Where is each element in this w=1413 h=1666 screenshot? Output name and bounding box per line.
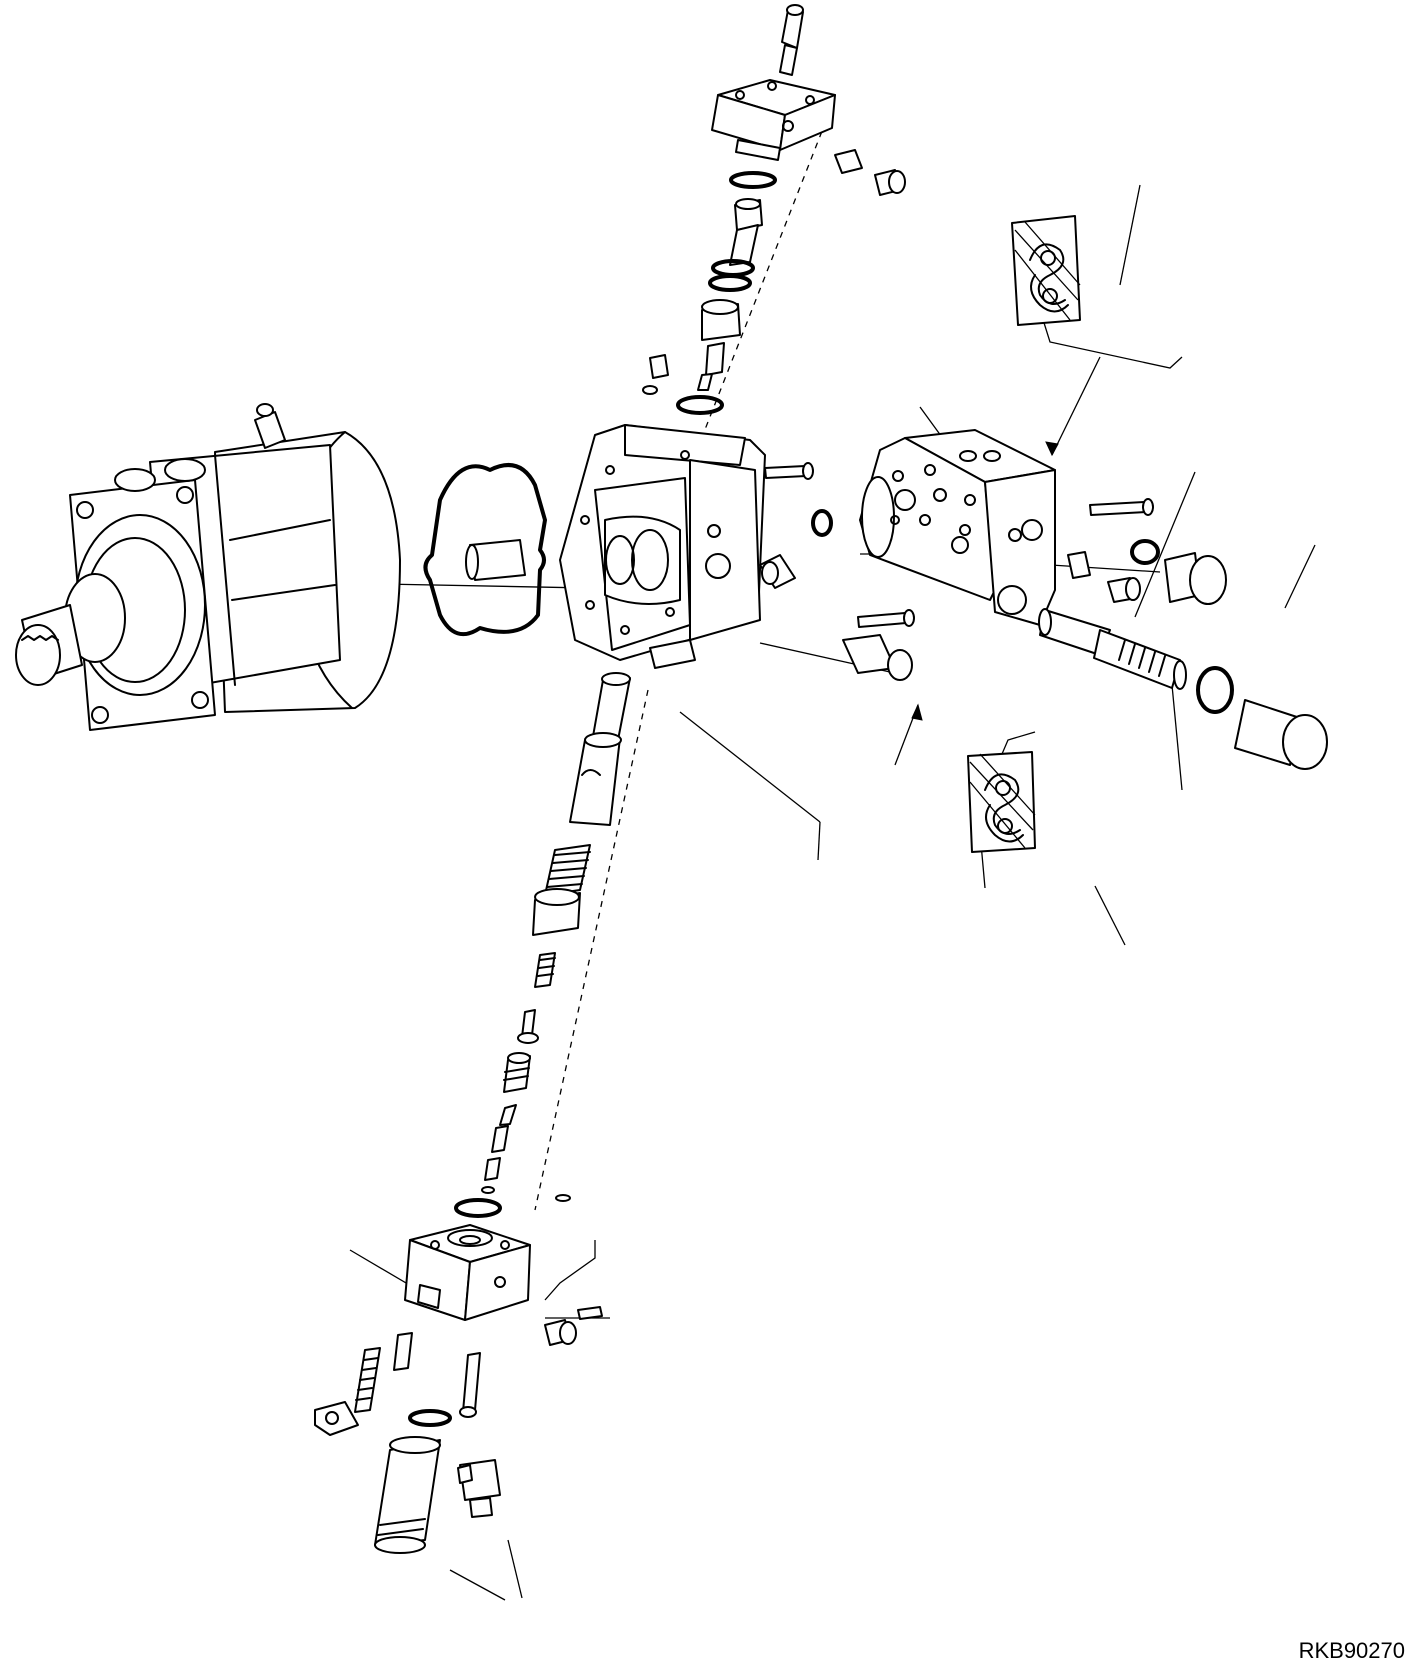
gasket [425, 465, 545, 634]
leader-lines [350, 98, 1315, 1600]
sealant-bag-icon-top [1012, 216, 1080, 325]
bolt-set-center [760, 463, 914, 680]
valve-body-block [560, 425, 765, 668]
top-valve-stack [643, 5, 905, 413]
drawing-reference-code: RKB90270 [1299, 1638, 1405, 1663]
hydraulic-motor [16, 404, 400, 730]
direction-arrows [912, 442, 1058, 720]
spool-valve [1039, 609, 1327, 769]
sealant-bag-icon-bottom [968, 752, 1035, 852]
lower-valve-stack [456, 673, 630, 1319]
solenoid-assembly [315, 1333, 500, 1553]
right-valve-block [860, 430, 1055, 625]
shaft-coupling [466, 540, 525, 580]
lower-valve-block [405, 1225, 576, 1345]
right-block-fittings [1068, 499, 1226, 604]
